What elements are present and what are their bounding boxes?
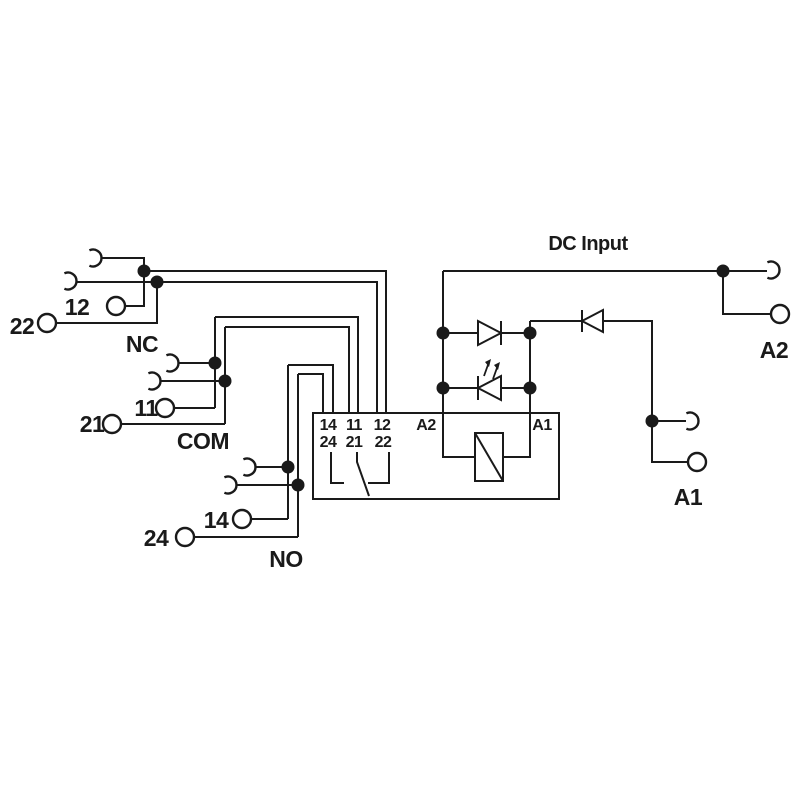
series-diode-symbol [579, 308, 604, 334]
junction-dot [436, 381, 450, 395]
terminal-label-a2: A2 [760, 337, 788, 363]
junction-dot [436, 326, 450, 340]
terminal-circle-11 [154, 397, 176, 419]
relay-pin-label-22: 22 [375, 434, 392, 451]
relay-box-outline [312, 412, 560, 500]
socket-arc-24 [223, 475, 238, 495]
terminal-label-a1: A1 [674, 484, 703, 510]
group-label-no: NO [269, 546, 303, 572]
terminal-label-24: 24 [144, 525, 169, 551]
terminal-label-12: 12 [65, 294, 90, 320]
relay-box: 14 11 12 24 21 22 A2 A1 [312, 412, 560, 500]
group-label-nc: NC [126, 331, 158, 357]
test-sockets [63, 248, 781, 495]
relay-pin-label-11: 11 [346, 417, 363, 434]
socket-arc-21 [147, 371, 162, 391]
socket-arc-12 [88, 248, 103, 268]
labels: DC Input 12 22 NC 11 21 COM 14 24 NO A2 … [10, 233, 789, 572]
junction-dot [716, 264, 730, 278]
coil-symbol [474, 432, 504, 482]
junction-dot [281, 460, 295, 474]
terminal-circle-14 [231, 508, 253, 530]
terminal-circle-22 [36, 312, 58, 334]
socket-arc-14 [242, 457, 257, 477]
terminal-circle-24 [174, 526, 196, 548]
terminal-label-14: 14 [204, 507, 229, 533]
coil-diagonal [474, 432, 504, 482]
junction-dots [137, 264, 730, 492]
relay-pin-label-12: 12 [374, 417, 391, 434]
led-symbol [475, 374, 502, 402]
led-emission-arrowhead [485, 359, 491, 367]
junction-dot [645, 414, 659, 428]
wire-network [56, 257, 771, 538]
terminal-circle-a2 [769, 303, 791, 325]
junction-dot [137, 264, 151, 278]
relay-pin-label-24: 24 [320, 434, 337, 451]
diode-symbol [477, 319, 504, 347]
led-emission-arrowhead [494, 362, 500, 370]
relay-pin-label-21: 21 [346, 434, 363, 451]
terminal-label-11: 11 [134, 395, 158, 421]
junction-dot [523, 381, 537, 395]
coil-label-a2: A2 [416, 417, 436, 434]
terminal-label-21: 21 [80, 411, 105, 437]
junction-dot [150, 275, 164, 289]
terminal-circle-12 [105, 295, 127, 317]
socket-arc-a1 [685, 411, 700, 431]
dc-input-label: DC Input [548, 233, 628, 255]
terminals [36, 295, 791, 548]
group-label-com: COM [177, 428, 229, 454]
socket-arc-a2 [766, 260, 781, 280]
junction-dot [523, 326, 537, 340]
input-protection-circuit [475, 308, 604, 402]
socket-arc-11 [165, 353, 180, 373]
socket-arc-22 [63, 271, 78, 291]
junction-dot [208, 356, 222, 370]
coil-label-a1: A1 [532, 417, 552, 434]
junction-dot [218, 374, 232, 388]
junction-dot [291, 478, 305, 492]
changeover-contact-symbol [330, 452, 390, 497]
terminal-circle-a1 [686, 451, 708, 473]
terminal-label-22: 22 [10, 313, 35, 339]
terminal-circle-21 [101, 413, 123, 435]
relay-pin-label-14: 14 [320, 417, 337, 434]
